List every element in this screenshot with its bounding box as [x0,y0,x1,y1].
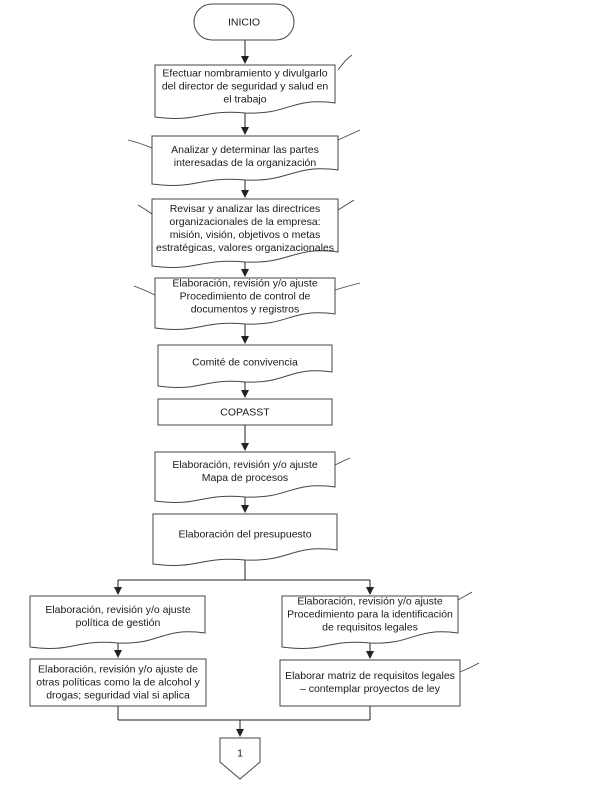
shape-matriz [279,659,461,707]
shape-directrices [151,198,339,269]
label-line: Mapa de procesos [202,472,288,484]
shape-politica-gestion [29,595,206,650]
edges [114,40,374,737]
label-line: – contemplar proyectos de ley [300,683,441,695]
node-matriz-label: Elaborar matriz de requisitos legales– c… [285,670,455,695]
label-line: otras políticas como la de alcohol y [36,677,200,689]
label-line: drogas; seguridad vial si aplica [46,690,190,702]
label-line: política de gestión [76,617,161,629]
label-line: Elaboración del presupuesto [178,529,311,541]
shape-comite [157,344,333,389]
label-line: Elaboración, revisión y/o ajuste de [38,664,198,676]
label-line: de requisitos legales [322,622,418,634]
start-terminator [193,3,295,41]
label-line: COPASST [220,407,270,419]
label-line: 1 [237,748,243,760]
label-line: del director de seguridad y salud en [162,81,329,93]
node-labels: INICIO Efectuar nombramiento y divulgarl… [36,17,455,760]
shape-requisitos [281,595,459,650]
shape-partes [151,135,339,187]
stub-directrices-right [337,199,355,211]
shape-control-docs [154,277,336,331]
label-line: INICIO [228,17,260,29]
shape-nombramiento [154,64,336,120]
label-line: misión, visión, objetivos o metas [170,229,321,241]
label-line: Comité de convivencia [192,357,298,369]
label-line: Elaborar matriz de requisitos legales [285,670,455,682]
node-comite-label: Comité de convivencia [192,357,298,369]
shape-presupuesto [152,513,338,567]
label-line: Elaboración, revisión y/o ajuste [297,596,442,608]
node-presupuesto-label: Elaboración del presupuesto [178,529,311,541]
label-line: Procedimiento para la identificación [287,609,453,621]
node-inicio-label: INICIO [228,17,260,29]
stub-requisitos-right [457,591,473,601]
label-line: Procedimiento de control de [180,291,311,303]
stub-nombramiento [337,54,353,71]
stub-partes-right [337,129,361,141]
reference-stubs [127,54,480,673]
node-copasst-label: COPASST [220,407,270,419]
stub-directrices-left [137,204,153,215]
node-shapes [29,3,461,780]
label-line: el trabajo [223,94,266,106]
shape-copasst [157,398,333,426]
stub-matriz-right [459,662,480,673]
label-line: organizacionales de la empresa: [169,216,320,228]
shape-otras-politicas [29,658,207,707]
label-line: Elaboración, revisión y/o ajuste [45,604,190,616]
stub-partes-left [127,139,153,149]
label-line: interesadas de la organización [174,157,317,169]
label-line: Revisar y analizar las directrices [170,203,321,215]
stub-control-right [334,282,361,291]
offpage-connector [219,737,261,780]
label-line: Elaboración, revisión y/o ajuste [172,459,317,471]
label-line: Efectuar nombramiento y divulgarlo [162,68,327,80]
stub-control-left [133,285,156,296]
label-line: estratégicas, valores organizacionales [156,242,334,254]
shape-mapa [154,451,336,504]
label-line: Elaboración, revisión y/o ajuste [172,278,317,290]
label-line: documentos y registros [191,304,300,316]
stub-mapa-right [334,457,351,466]
label-line: Analizar y determinar las partes [171,144,319,156]
node-conector-label: 1 [237,748,243,760]
